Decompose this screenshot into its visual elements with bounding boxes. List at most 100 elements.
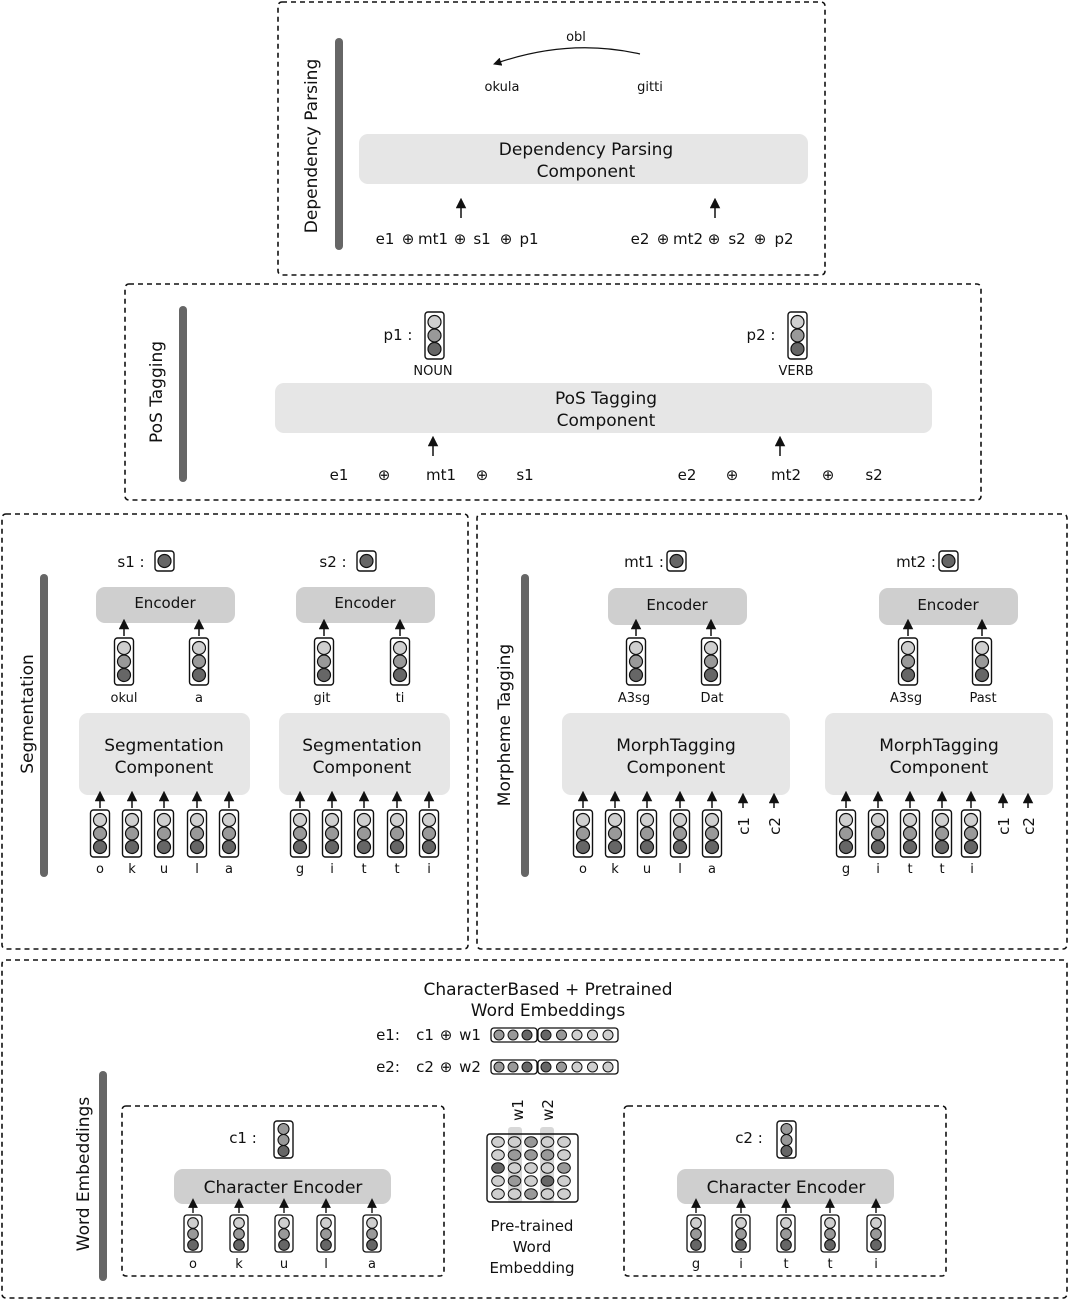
matrix-cell: [524, 1188, 538, 1200]
word-embeddings-bar: [99, 1071, 107, 1281]
segmentation-bar: [40, 574, 48, 877]
dep-in-s2: s2: [728, 230, 745, 248]
seg-char-i: i: [330, 862, 334, 877]
character-encoder-2-label: Character Encoder: [707, 1178, 866, 1198]
emb-char-a: a: [368, 1257, 376, 1272]
matrix-cell: [491, 1188, 505, 1200]
dependency-parsing-component: [359, 134, 808, 184]
segmentation-component-1-label-1: Segmentation: [104, 736, 223, 756]
matrix-cell: [540, 1188, 555, 1200]
character-encoder-1-label: Character Encoder: [204, 1178, 363, 1198]
seg-char-i: i: [427, 862, 431, 877]
emb-e2-w2: w2: [459, 1058, 481, 1076]
morpheme-tagging-box: [476, 513, 1068, 950]
emb-c1-vector: [273, 1120, 294, 1159]
oplus-icon: ⊕: [708, 230, 721, 248]
emb-char-t: t: [783, 1257, 788, 1272]
segmentation-side-label: Segmentation: [18, 654, 38, 773]
morpheme-tagging-bar: [521, 574, 529, 877]
emb-char-vector: [362, 1198, 382, 1253]
seg-morph-okul: okul: [111, 691, 138, 706]
emb-char-u: u: [280, 1257, 288, 1272]
morph-char-vector: [867, 790, 889, 858]
morph-char-vector: [604, 790, 626, 858]
morph-tag-vector: [700, 618, 722, 686]
pos-in-mt1: mt1: [426, 466, 456, 484]
dependency-parsing-component-label-1: Dependency Parsing: [499, 140, 673, 160]
matrix-cell: [524, 1162, 538, 1174]
pretrained-embedding-matrix: [486, 1127, 579, 1203]
dep-in-e2: e2: [631, 230, 650, 248]
dependency-parsing-side-label: Dependency Parsing: [302, 59, 322, 233]
morph-char-u: u: [643, 862, 651, 877]
pos-tagging-bar: [179, 306, 187, 482]
char-encoder-box-1: [121, 1105, 445, 1277]
segmentation-section: Segmentation s1 : s2 : Encoder Encoder o…: [1, 513, 469, 950]
seg-s1-label: s1 :: [117, 553, 144, 571]
matrix-cell: [540, 1149, 555, 1161]
dep-in-s1: s1: [473, 230, 490, 248]
emb-c2-vector: [776, 1120, 797, 1159]
matrix-w1-label: w1: [509, 1099, 527, 1121]
morph-ctx-c1: c1: [735, 817, 753, 835]
seg-morph-git: git: [314, 691, 331, 706]
char-encoder-box-2: [623, 1105, 947, 1277]
emb-char-i: i: [739, 1257, 743, 1272]
morph-char-vector: [960, 790, 982, 858]
emb-e2-label: e2:: [376, 1058, 400, 1076]
seg-s2-label: s2 :: [319, 553, 346, 571]
emb-char-vector: [866, 1198, 886, 1253]
segmentation-component-2-label-1: Segmentation: [302, 736, 421, 756]
pretrained-label-3: Embedding: [489, 1259, 574, 1277]
word-embeddings-box: [1, 959, 1068, 1299]
morph-encoder-1: [608, 588, 747, 625]
dep-in-p2: p2: [774, 230, 793, 248]
morph-mt1-vector: [666, 550, 687, 572]
dependency-arc-label: obl: [566, 30, 586, 45]
emb-char-g: g: [692, 1257, 700, 1272]
emb-e2-c2: c2: [416, 1058, 434, 1076]
dependency-parsing-section: Dependency Parsing obl okula gitti Depen…: [277, 1, 826, 276]
emb-e1-label: e1:: [376, 1026, 400, 1044]
seg-char-o: o: [96, 862, 104, 877]
word-embeddings-side-label: Word Embeddings: [74, 1097, 94, 1252]
dependency-parsing-component-label-2: Component: [537, 162, 636, 182]
emb-char-vector: [686, 1198, 706, 1253]
dependency-word-gitti: gitti: [637, 80, 663, 95]
seg-char-vector: [186, 790, 208, 858]
seg-morph-a: a: [195, 691, 203, 706]
pos-in-mt2: mt2: [771, 466, 801, 484]
matrix-cell: [540, 1136, 555, 1148]
emb-chars-right: [686, 1198, 886, 1253]
segmentation-component-1-label-2: Component: [115, 758, 214, 778]
dependency-word-okula: okula: [485, 80, 520, 95]
morph-char-t: t: [907, 862, 912, 877]
morph-char-k: k: [611, 862, 619, 877]
embeddings-title-2: Word Embeddings: [471, 1001, 626, 1021]
oplus-icon: ⊕: [822, 466, 835, 484]
morph-char-l: l: [678, 862, 682, 877]
seg-morph-ti: ti: [396, 691, 405, 706]
morpheme-tagging-side-label: Morpheme Tagging: [495, 644, 515, 806]
matrix-cell: [557, 1175, 571, 1187]
concat-vectors: [490, 1027, 619, 1075]
seg-encoder-2: [296, 587, 435, 623]
matrix-cell: [491, 1175, 505, 1187]
matrix-cell: [557, 1188, 571, 1200]
morph-tag-vector: [971, 618, 993, 686]
morph-char-vector: [669, 790, 691, 858]
seg-morph-vector: [113, 618, 135, 686]
dependency-parsing-box: [277, 1, 826, 276]
morph-char-i: i: [970, 862, 974, 877]
pos-in-e2: e2: [678, 466, 697, 484]
morph-ctx-c2: c2: [766, 817, 784, 835]
pretrained-label-1: Pre-trained: [491, 1217, 574, 1235]
dep-in-p1: p1: [519, 230, 538, 248]
oplus-icon: ⊕: [726, 466, 739, 484]
emb-c1-label: c1 :: [229, 1129, 257, 1147]
emb-char-i: i: [874, 1257, 878, 1272]
e2-concat-vector: [490, 1059, 619, 1075]
matrix-cell: [507, 1175, 522, 1187]
morph-tag-vector: [897, 618, 919, 686]
morph-tagging-component-1-label-1: MorphTagging: [616, 736, 735, 756]
